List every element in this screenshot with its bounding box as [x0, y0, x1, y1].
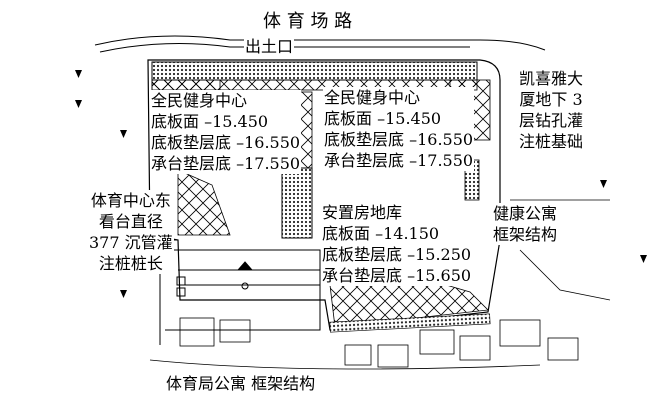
- kaixi-line-1: 凯喜雅大: [519, 69, 584, 88]
- fitness-west-cap: 承台垫层底 –17.550: [151, 154, 301, 173]
- south-buildings: [149, 199, 611, 370]
- road-label: 体 育 场 路: [262, 11, 354, 32]
- stadium-pile-note: 体育中心东 看台直径 377 沉管灌 注桩桩长: [88, 190, 174, 274]
- stadium-line-2: 看台直径: [98, 212, 163, 231]
- resettlement-slab: 底板面 –14.150: [322, 224, 440, 243]
- sports-bureau-note: 体育局公寓 框架结构: [165, 373, 317, 394]
- health-apartment-note: 健康公寓 框架结构: [492, 203, 559, 245]
- kaixi-line-2: 厦地下 3: [519, 90, 583, 109]
- health-apartment-line-2: 框架结构: [493, 225, 558, 244]
- road-edges: [94, 35, 546, 53]
- sw-support-hatch: [177, 169, 231, 236]
- resettlement-cap: 承台垫层底 –15.650: [322, 266, 472, 285]
- middle-divider: [281, 167, 313, 239]
- stadium-area: [149, 195, 321, 345]
- kaixi-building-note: 凯喜雅大 厦地下 3 层钻孔灌 注桩基础: [518, 68, 585, 152]
- se-wall-dense: [329, 313, 491, 333]
- kaixi-line-4: 注桩基础: [519, 132, 584, 151]
- site-boundary: [147, 59, 501, 331]
- resettlement-garage-block: 安置房地库 底板面 –14.150 底板垫层底 –15.250 承台垫层底 –1…: [321, 202, 473, 286]
- exit-label: 出土口: [244, 36, 295, 57]
- fitness-east-cushion: 底板垫层底 –16.550: [324, 130, 474, 149]
- fitness-center-east-block: 全民健身中心 底板面 –15.450 底板垫层底 –16.550 承台垫层底 –…: [323, 87, 475, 171]
- fitness-center-west-block: 全民健身中心 底板面 –15.450 底板垫层底 –16.550 承台垫层底 –…: [150, 90, 302, 174]
- resettlement-name: 安置房地库: [322, 203, 403, 222]
- health-apartment-line-1: 健康公寓: [493, 204, 558, 223]
- fitness-east-slab: 底板面 –15.450: [324, 109, 442, 128]
- resettlement-cushion: 底板垫层底 –15.250: [322, 245, 472, 264]
- fitness-west-name: 全民健身中心: [151, 91, 248, 110]
- north-wall: [151, 61, 478, 81]
- stadium-line-1: 体育中心东: [90, 191, 171, 210]
- stadium-line-3: 377 沉管灌: [89, 233, 173, 252]
- kaixi-line-3: 层钻孔灌: [519, 111, 584, 130]
- stadium-line-4: 注桩桩长: [98, 254, 163, 273]
- fitness-west-slab: 底板面 –15.450: [151, 112, 269, 131]
- fitness-west-cushion: 底板垫层底 –16.550: [151, 133, 301, 152]
- fitness-east-cap: 承台垫层底 –17.550: [324, 151, 474, 170]
- fitness-east-name: 全民健身中心: [324, 88, 421, 107]
